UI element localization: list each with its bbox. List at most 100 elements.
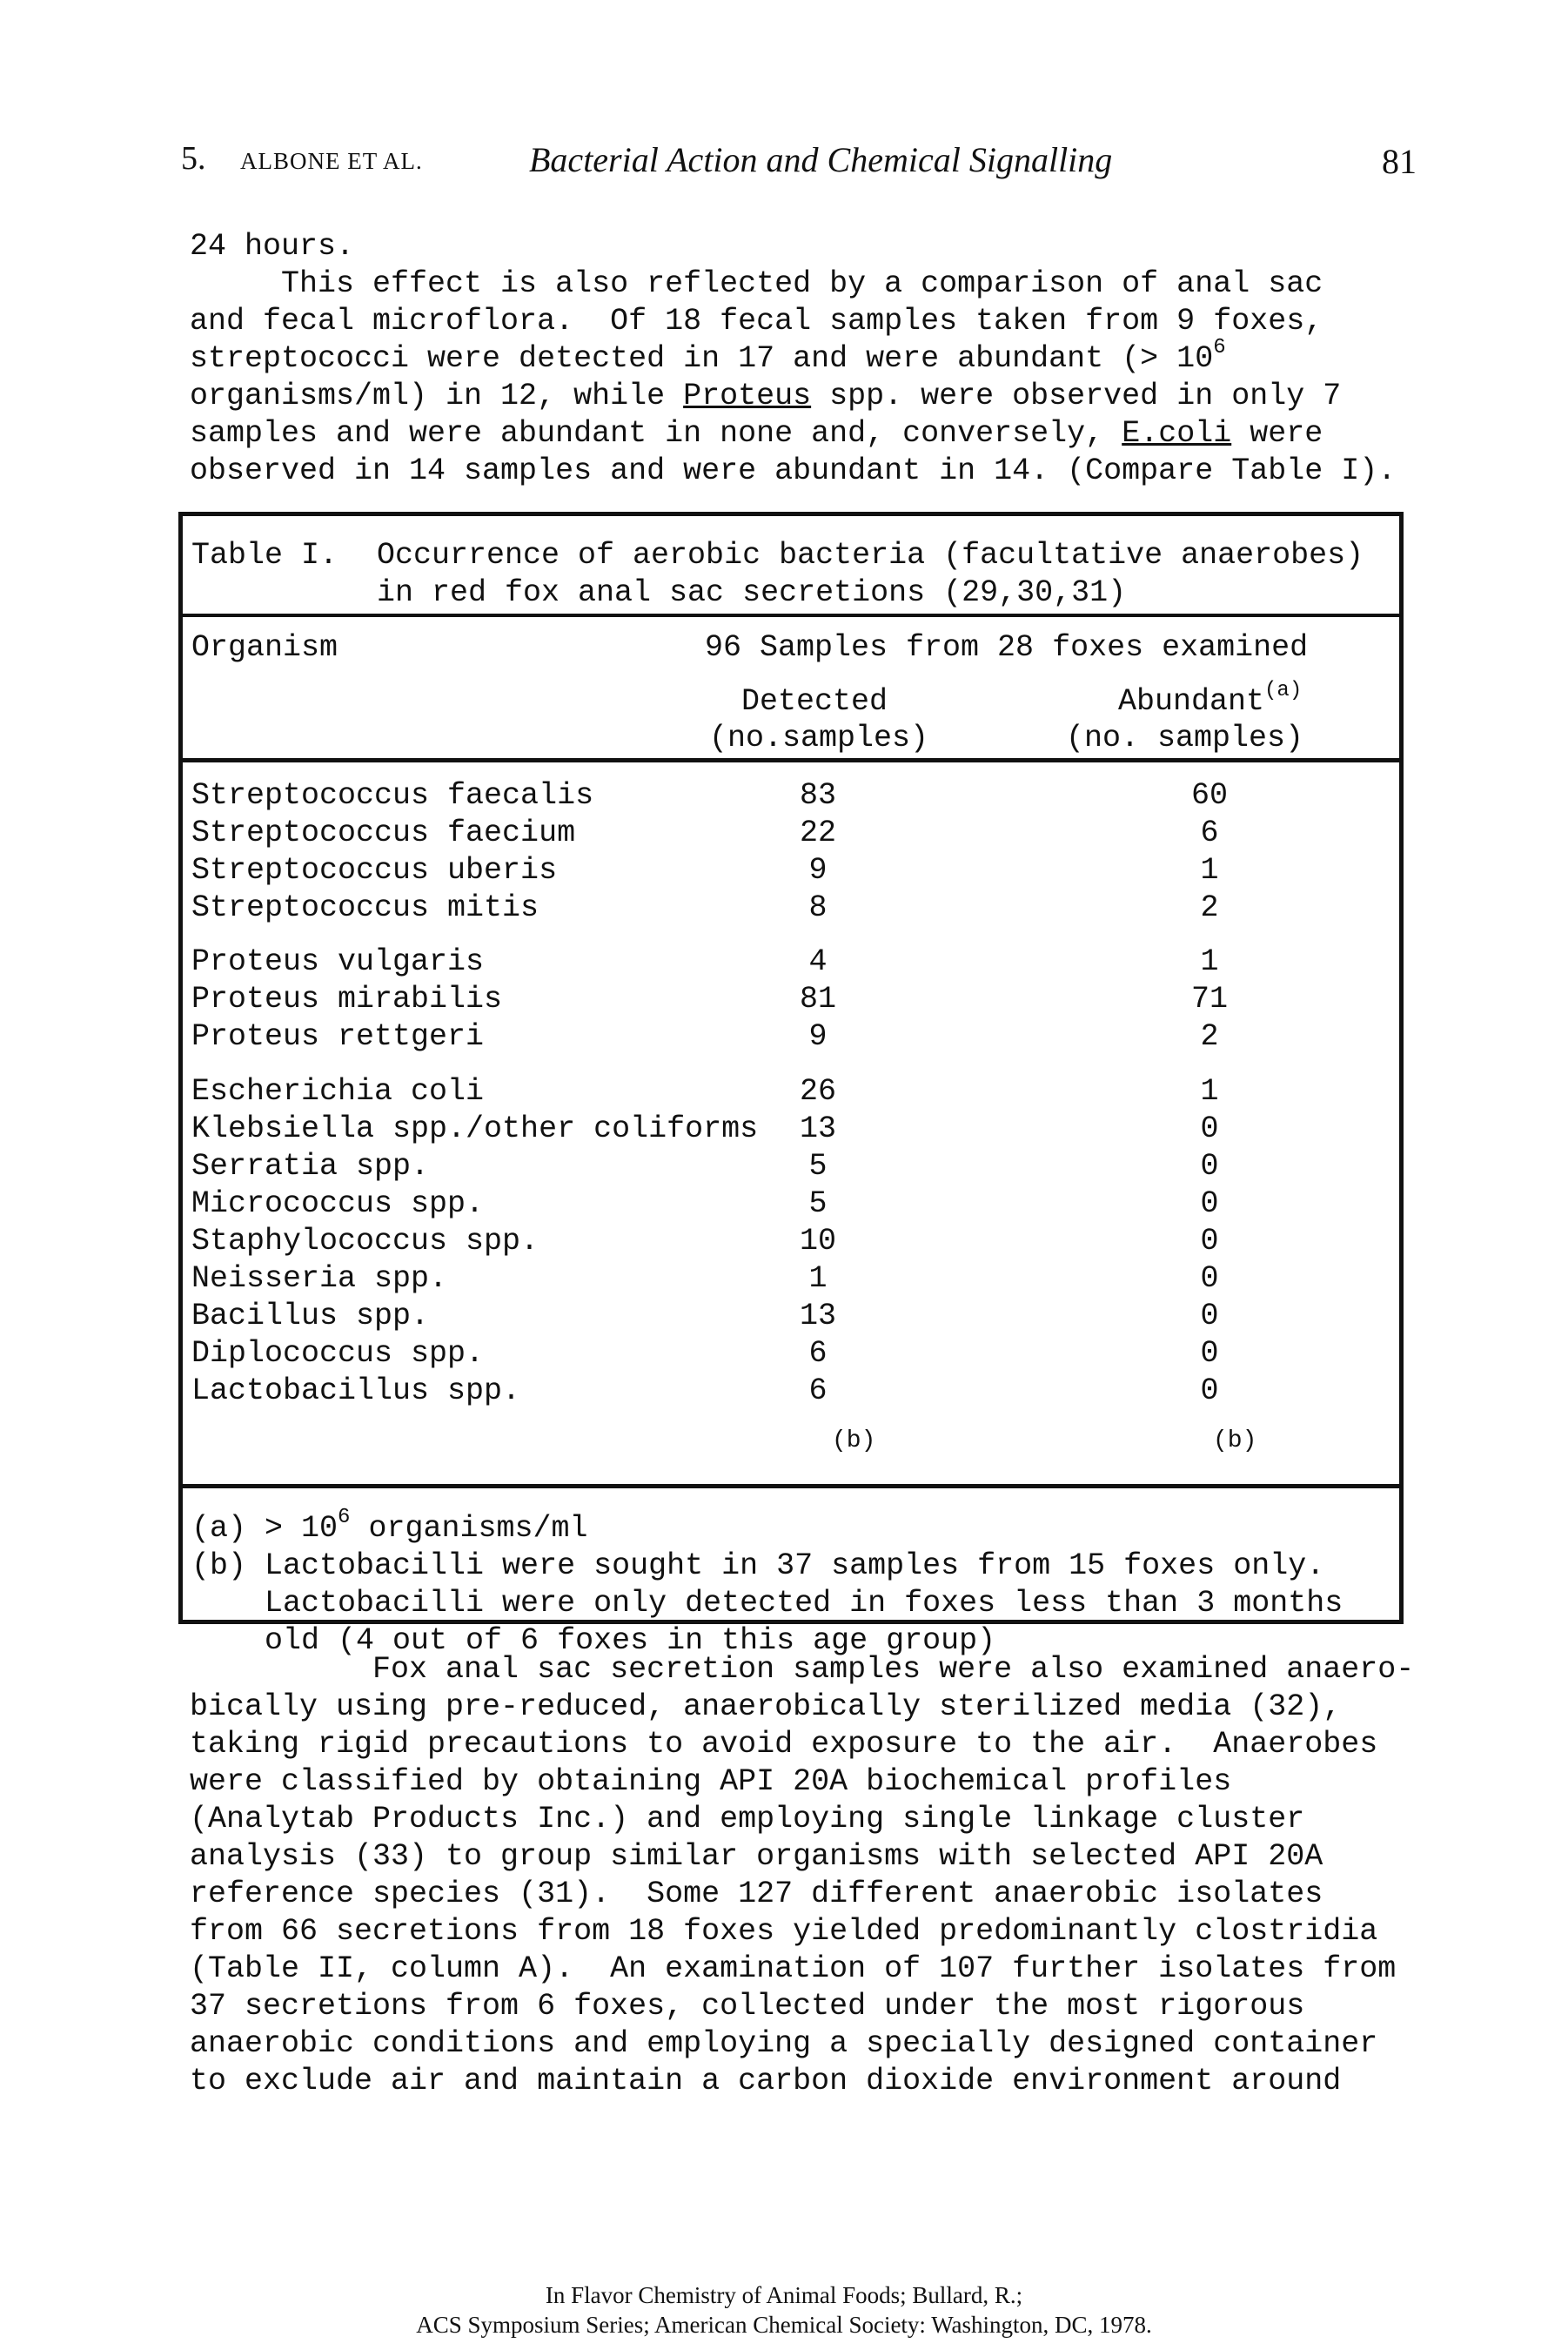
underlined-term: Proteus — [683, 379, 812, 413]
abundant-cell: 0 — [1200, 1224, 1219, 1259]
detected-cell: 6 — [808, 1373, 828, 1408]
table-row: Proteus vulgaris 4 1 — [183, 943, 1399, 981]
page-footer: In Flavor Chemistry of Animal Foods; Bul… — [0, 2280, 1568, 2340]
abundant-cell: 2 — [1200, 890, 1219, 925]
column-header-abundant-label: Abundant — [1118, 684, 1265, 719]
organism-cell: Streptococcus faecium — [191, 816, 576, 850]
table-row: Streptococcus mitis 8 2 — [183, 890, 1399, 927]
table-caption: Occurrence of aerobic bacteria (facultat… — [377, 538, 1364, 573]
superscript: 6 — [1213, 336, 1226, 359]
chapter-title: Bacterial Action and Chemical Signalling — [529, 140, 1113, 179]
detected-cell: 10 — [799, 1224, 836, 1259]
body-line: taking rigid precautions to avoid exposu… — [190, 1727, 1378, 1762]
footnote-mark-abundant: (b) — [1213, 1427, 1257, 1454]
table-row: Micrococcus spp. 5 0 — [183, 1185, 1399, 1223]
table-row: Proteus rettgeri 9 2 — [183, 1018, 1399, 1056]
column-header-detected: Detected — [741, 684, 888, 719]
footnote-a-prefix: (a) > 10 — [191, 1511, 338, 1546]
intro-line: organisms/ml) in 12, while Proteus spp. … — [190, 378, 1408, 415]
author-names: ALBONE ET AL. — [240, 148, 423, 174]
detected-cell: 4 — [808, 944, 828, 979]
organism-cell: Neisseria spp. — [191, 1261, 448, 1296]
detected-cell: 83 — [799, 778, 836, 813]
table-rule — [183, 614, 1399, 617]
table-caption: in red fox anal sac secretions (29,30,31… — [377, 575, 1127, 610]
body-line: anaerobic conditions and employing a spe… — [190, 2026, 1378, 2061]
intro-text-span: streptococci were detected in 17 and wer… — [190, 341, 1214, 376]
table-row: Streptococcus uberis 9 1 — [183, 852, 1399, 890]
detected-cell: 5 — [808, 1186, 828, 1221]
detected-cell: 26 — [799, 1074, 836, 1109]
underlined-term: E.coli — [1122, 416, 1232, 451]
organism-cell: Streptococcus uberis — [191, 853, 558, 888]
detected-cell: 8 — [808, 890, 828, 925]
body-line: Fox anal sac secretion samples were also… — [190, 1652, 1415, 1687]
table-row: Streptococcus faecium 22 6 — [183, 815, 1399, 852]
abundant-cell: 0 — [1200, 1111, 1219, 1146]
intro-text-span: organisms/ml) in 12, while — [190, 379, 684, 413]
detected-cell: 6 — [808, 1336, 828, 1371]
intro-line: streptococci were detected in 17 and wer… — [190, 338, 1408, 378]
data-table: Table I. Occurrence of aerobic bacteria … — [178, 512, 1404, 1658]
abundant-cell: 6 — [1200, 816, 1219, 850]
column-header-abundant-unit: (no. samples) — [1066, 721, 1304, 755]
detected-cell: 9 — [808, 853, 828, 888]
intro-line: observed in 14 samples and were abundant… — [190, 453, 1397, 488]
organism-cell: Klebsiella spp./other coliforms — [191, 1111, 759, 1146]
column-header-detected-unit: (no.samples) — [709, 721, 929, 755]
intro-text-span: samples and were abundant in none and, c… — [190, 416, 1122, 451]
table-row: Bacillus spp. 13 0 — [183, 1298, 1399, 1335]
column-header-abundant: Abundant(a) — [1118, 681, 1302, 721]
page-number: 81 — [1382, 142, 1417, 181]
footer-line: ACS Symposium Series; American Chemical … — [416, 2312, 1152, 2338]
table-rule — [183, 758, 1399, 762]
chapter-number: 5. — [181, 140, 206, 177]
body-line: (Analytab Products Inc.) and employing s… — [190, 1802, 1305, 1836]
body-line: analysis (33) to group similar organisms… — [190, 1839, 1323, 1874]
body-line: reference species (31). Some 127 differe… — [190, 1877, 1323, 1911]
detected-cell: 9 — [808, 1019, 828, 1054]
organism-cell: Proteus rettgeri — [191, 1019, 485, 1054]
column-header-group: 96 Samples from 28 foxes examined — [705, 630, 1309, 665]
organism-cell: Escherichia coli — [191, 1074, 485, 1109]
abundant-cell: 0 — [1200, 1299, 1219, 1333]
organism-cell: Proteus vulgaris — [191, 944, 485, 979]
organism-cell: Diplococcus spp. — [191, 1336, 485, 1371]
organism-cell: Streptococcus mitis — [191, 890, 539, 925]
footnote-a-suffix: organisms/ml — [350, 1511, 588, 1546]
intro-line: and fecal microflora. Of 18 fecal sample… — [190, 304, 1323, 339]
organism-cell: Bacillus spp. — [191, 1299, 430, 1333]
body-line: from 66 secretions from 18 foxes yielded… — [190, 1914, 1378, 1949]
abundant-cell: 2 — [1200, 1019, 1219, 1054]
table-row: Klebsiella spp./other coliforms 13 0 — [183, 1111, 1399, 1148]
body-line: bically using pre-reduced, anaerobically… — [190, 1689, 1342, 1724]
detected-cell: 13 — [799, 1111, 836, 1146]
abundant-cell: 1 — [1200, 944, 1219, 979]
organism-cell: Proteus mirabilis — [191, 982, 503, 1017]
footnote-b-line: Lactobacilli were only detected in foxes… — [191, 1586, 1344, 1621]
body-line: 37 secretions from 6 foxes, collected un… — [190, 1989, 1305, 2024]
superscript: 6 — [338, 1506, 351, 1529]
footnote-b-line: old (4 out of 6 foxes in this age group) — [191, 1623, 996, 1658]
intro-text-span: were — [1231, 416, 1323, 451]
abundant-cell: 0 — [1200, 1186, 1219, 1221]
intro-line: samples and were abundant in none and, c… — [190, 415, 1408, 453]
abundant-cell: 0 — [1200, 1336, 1219, 1371]
footnote-a: (a) > 106 organisms/ml — [191, 1507, 588, 1548]
footnote-mark: (a) — [1264, 679, 1303, 702]
organism-cell: Micrococcus spp. — [191, 1186, 485, 1221]
abundant-cell: 1 — [1200, 1074, 1219, 1109]
abundant-cell: 1 — [1200, 853, 1219, 888]
body-line: to exclude air and maintain a carbon dio… — [190, 2064, 1342, 2098]
table-row: Escherichia coli 26 1 — [183, 1073, 1399, 1111]
detected-cell: 13 — [799, 1299, 836, 1333]
intro-line: 24 hours. — [190, 229, 355, 264]
table-rule — [183, 1484, 1399, 1488]
abundant-cell: 0 — [1200, 1149, 1219, 1184]
detected-cell: 22 — [799, 816, 836, 850]
